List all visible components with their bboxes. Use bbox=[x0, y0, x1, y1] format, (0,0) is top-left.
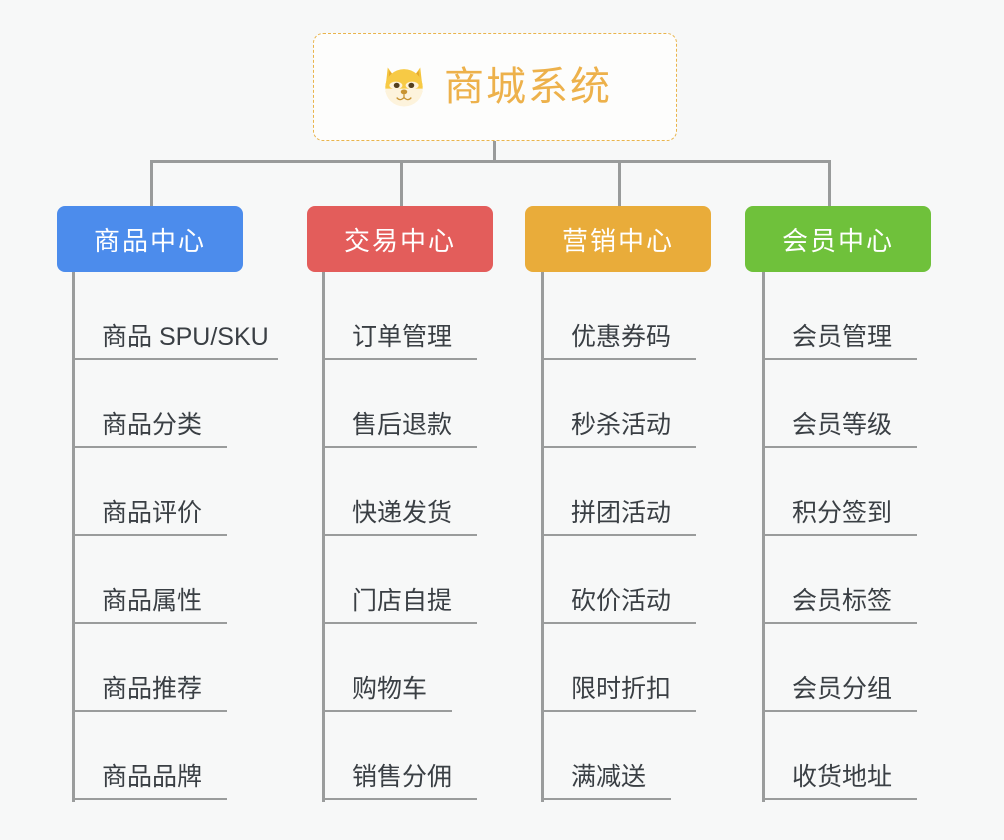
root-title: 商城系统 bbox=[444, 65, 612, 109]
leaf-item-3-3[interactable]: 拼团活动 bbox=[541, 448, 696, 536]
leaf-label: 商品评价 bbox=[102, 499, 203, 528]
leaf-item-1-4[interactable]: 商品属性 bbox=[72, 536, 227, 624]
leaf-label: 收货地址 bbox=[792, 763, 893, 792]
column-trunk-1 bbox=[72, 272, 75, 802]
leaf-item-4-6[interactable]: 收货地址 bbox=[762, 712, 917, 800]
leaf-label: 会员分组 bbox=[792, 675, 893, 704]
column-trunk-3 bbox=[541, 272, 544, 802]
leaf-item-4-5[interactable]: 会员分组 bbox=[762, 624, 917, 712]
leaf-item-2-4[interactable]: 门店自提 bbox=[322, 536, 477, 624]
category-box-4[interactable]: 会员中心 bbox=[745, 206, 931, 272]
leaf-item-2-5[interactable]: 购物车 bbox=[322, 624, 452, 712]
connector-drop-3 bbox=[618, 160, 621, 208]
leaf-label: 售后退款 bbox=[352, 411, 453, 440]
leaf-label: 积分签到 bbox=[792, 499, 893, 528]
shiba-dog-emoji bbox=[378, 61, 430, 113]
leaf-item-3-2[interactable]: 秒杀活动 bbox=[541, 360, 696, 448]
leaf-label: 商品 SPU/SKU bbox=[102, 323, 269, 352]
leaf-item-2-2[interactable]: 售后退款 bbox=[322, 360, 477, 448]
category-title-4: 会员中心 bbox=[781, 225, 894, 256]
leaf-label: 满减送 bbox=[571, 763, 647, 792]
category-title-1: 商品中心 bbox=[93, 225, 206, 256]
connector-drop-1 bbox=[150, 160, 153, 208]
connector-drop-2 bbox=[400, 160, 403, 208]
leaf-item-4-2[interactable]: 会员等级 bbox=[762, 360, 917, 448]
leaf-label: 快递发货 bbox=[352, 499, 453, 528]
leaf-item-1-2[interactable]: 商品分类 bbox=[72, 360, 227, 448]
leaf-label: 订单管理 bbox=[352, 323, 453, 352]
leaf-item-3-4[interactable]: 砍价活动 bbox=[541, 536, 696, 624]
leaf-label: 秒杀活动 bbox=[571, 411, 672, 440]
leaf-label: 门店自提 bbox=[352, 587, 453, 616]
column-trunk-4 bbox=[762, 272, 765, 802]
leaf-item-1-3[interactable]: 商品评价 bbox=[72, 448, 227, 536]
leaf-item-1-1[interactable]: 商品 SPU/SKU bbox=[72, 272, 278, 360]
connector-horizontal-bus bbox=[150, 160, 831, 163]
leaf-label: 限时折扣 bbox=[571, 675, 672, 704]
leaf-item-4-4[interactable]: 会员标签 bbox=[762, 536, 917, 624]
leaf-item-1-5[interactable]: 商品推荐 bbox=[72, 624, 227, 712]
leaf-item-4-3[interactable]: 积分签到 bbox=[762, 448, 917, 536]
leaf-item-4-1[interactable]: 会员管理 bbox=[762, 272, 917, 360]
leaf-item-3-1[interactable]: 优惠券码 bbox=[541, 272, 696, 360]
leaf-item-3-6[interactable]: 满减送 bbox=[541, 712, 671, 800]
leaf-label: 拼团活动 bbox=[571, 499, 672, 528]
leaf-label: 购物车 bbox=[352, 675, 428, 704]
leaf-item-1-6[interactable]: 商品品牌 bbox=[72, 712, 227, 800]
leaf-item-2-3[interactable]: 快递发货 bbox=[322, 448, 477, 536]
leaf-label: 会员管理 bbox=[792, 323, 893, 352]
category-box-3[interactable]: 营销中心 bbox=[525, 206, 711, 272]
leaf-item-2-1[interactable]: 订单管理 bbox=[322, 272, 477, 360]
leaf-label: 商品品牌 bbox=[102, 763, 203, 792]
leaf-item-3-5[interactable]: 限时折扣 bbox=[541, 624, 696, 712]
leaf-label: 销售分佣 bbox=[352, 763, 453, 792]
leaf-label: 商品推荐 bbox=[102, 675, 203, 704]
leaf-label: 砍价活动 bbox=[571, 587, 672, 616]
category-title-2: 交易中心 bbox=[343, 225, 456, 256]
connector-root-stem bbox=[493, 141, 496, 163]
leaf-label: 优惠券码 bbox=[571, 323, 672, 352]
leaf-label: 会员标签 bbox=[792, 587, 893, 616]
connector-drop-4 bbox=[828, 160, 831, 208]
leaf-item-2-6[interactable]: 销售分佣 bbox=[322, 712, 477, 800]
leaf-label: 商品属性 bbox=[102, 587, 203, 616]
root-node[interactable]: 商城系统 bbox=[313, 33, 677, 141]
leaf-label: 商品分类 bbox=[102, 411, 203, 440]
category-title-3: 营销中心 bbox=[561, 225, 674, 256]
column-trunk-2 bbox=[322, 272, 325, 802]
category-box-2[interactable]: 交易中心 bbox=[307, 206, 493, 272]
category-box-1[interactable]: 商品中心 bbox=[57, 206, 243, 272]
leaf-label: 会员等级 bbox=[792, 411, 893, 440]
